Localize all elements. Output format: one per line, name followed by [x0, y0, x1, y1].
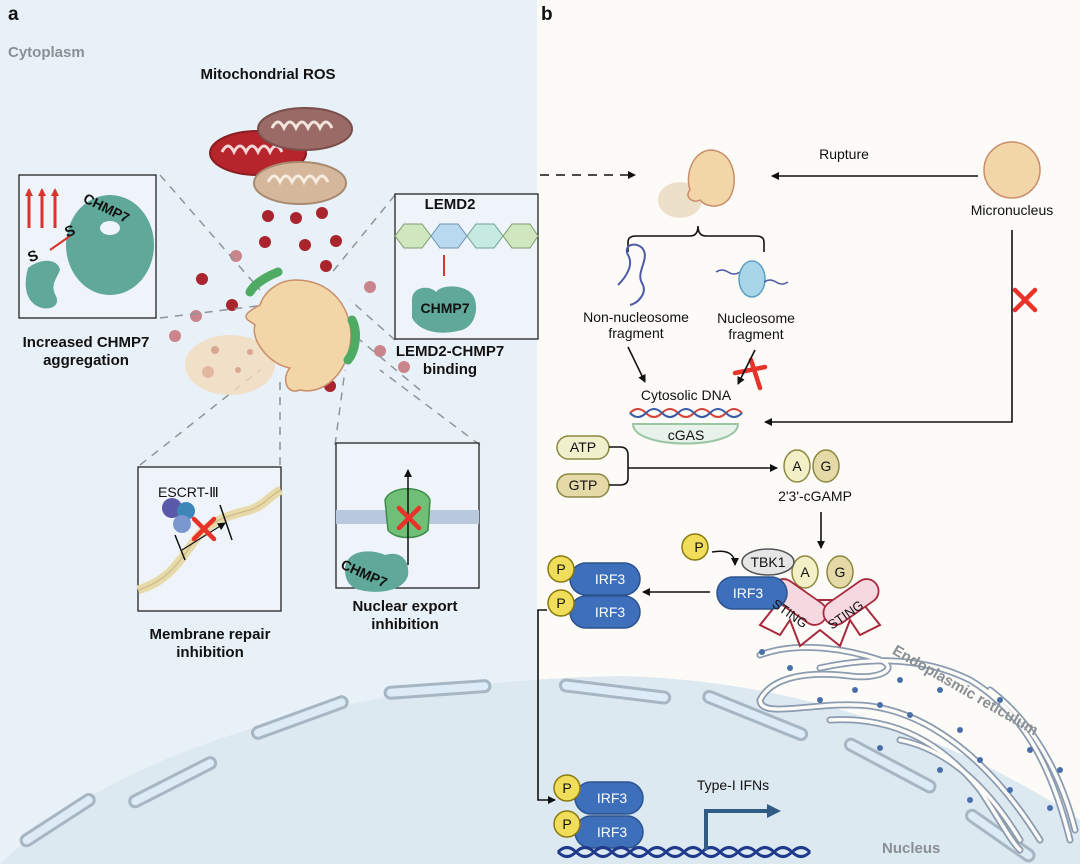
gtp-label: GTP — [568, 477, 598, 493]
nucleus-label: Nucleus — [882, 840, 941, 857]
cgamp-g: G — [820, 458, 832, 474]
type1-ifn-label: Type-I IFNs — [696, 777, 770, 793]
micronucleus-path-arrow — [764, 230, 1013, 426]
cgamp-bound-a: A — [800, 564, 810, 580]
panel-a-letter: a — [8, 4, 19, 25]
phospho-nuclear-1-label: P — [562, 780, 572, 796]
nucleosome-icon — [715, 260, 789, 298]
atp-gtp-bracket — [609, 446, 629, 486]
cgamp-bound — [791, 555, 854, 589]
phospho-2-label: P — [556, 595, 566, 611]
phospho-nuclear-2-label: P — [562, 816, 572, 832]
export-caption: Nuclear export inhibition — [352, 598, 457, 634]
panel-b-letter: b — [541, 4, 553, 25]
chmp7-aggregate — [25, 195, 154, 309]
nucleosome-label: Nucleosome fragment — [717, 310, 795, 342]
lemd2-caption: LEMD2-CHMP7 binding — [396, 343, 504, 379]
aggregation-caption: Increased CHMP7 aggregation — [23, 334, 150, 370]
lemd2-caption-line2: binding — [422, 361, 478, 378]
cgas-label: cGAS — [667, 427, 705, 443]
sting-right — [822, 578, 880, 626]
export-caption-line2: inhibition — [371, 616, 439, 633]
phospho-nuclear-1 — [553, 774, 581, 802]
cgamp-molecule — [783, 449, 840, 483]
irf3-dimer-bottom-label: IRF3 — [594, 604, 626, 620]
membrane-edge — [137, 489, 282, 591]
cgamp-label: 2'3'-cGAMP — [778, 488, 852, 504]
irf3-sting-label: IRF3 — [732, 585, 764, 601]
inhibit-x-export-icon — [396, 505, 422, 531]
transcription-arrow — [704, 804, 781, 850]
mitochondrion-brown — [257, 107, 353, 151]
rupture-label: Rupture — [819, 146, 869, 162]
arrow-to-nucleus — [537, 609, 556, 804]
sting-membrane-anchor — [758, 599, 882, 648]
lemd2-title: LEMD2 — [424, 196, 476, 213]
endoplasmic-reticulum-inner — [758, 645, 1077, 852]
non-nucleosome-line1: Non-nucleosome — [583, 309, 689, 325]
ruptured-nucleus — [185, 267, 360, 395]
genomic-dna — [556, 846, 812, 858]
phospho-2 — [547, 589, 575, 617]
aggregation-caption-line1: Increased CHMP7 — [22, 334, 150, 351]
phospho-1-label: P — [556, 561, 566, 577]
ribosome-dots — [759, 649, 1063, 811]
arrow-nucleosome — [737, 349, 756, 385]
inhibit-x-membrane-icon — [191, 516, 217, 542]
leader-lines — [139, 174, 481, 466]
lemd2-caption-line1: LEMD2-CHMP7 — [395, 343, 505, 360]
irf3-sting-bound — [716, 576, 788, 610]
lemd2-chmp7-label: CHMP7 — [420, 300, 470, 316]
cgamp-a: A — [792, 458, 802, 474]
non-nucleosome-dna-icon — [617, 243, 646, 306]
micronucleus-label: Micronucleus — [970, 202, 1054, 218]
atp-label: ATP — [569, 439, 597, 455]
nucleus-region — [0, 676, 1080, 864]
arrow-non-nucleosome — [627, 346, 646, 383]
mitochondrial-ros-title: Mitochondrial ROS — [200, 66, 336, 83]
fragment-brace — [627, 225, 765, 252]
nucleosome-line2: fragment — [728, 326, 784, 342]
phospho-nuclear-2 — [553, 810, 581, 838]
chmp7-blob — [412, 286, 477, 333]
irf3-dimer-top-label: IRF3 — [594, 571, 626, 587]
non-nucleosome-line2: fragment — [608, 325, 664, 341]
irf3-nuclear-bottom-label: IRF3 — [596, 824, 628, 840]
cytosolic-dna-icon — [629, 408, 743, 418]
inset-membrane-box — [137, 466, 282, 612]
escrt-iii-complex — [162, 498, 195, 533]
mitochondria — [209, 107, 353, 205]
phospho-tbk1-label: P — [694, 539, 704, 555]
membrane-caption-line1: Membrane repair — [149, 626, 271, 643]
non-nucleosome-label: Non-nucleosome fragment — [583, 309, 689, 341]
irf3-nuclear-top-label: IRF3 — [596, 790, 628, 806]
cytoplasm-label: Cytoplasm — [8, 44, 85, 61]
membrane-caption-line2: inhibition — [176, 644, 244, 661]
tbk1 — [741, 548, 795, 576]
membrane-caption: Membrane repair inhibition — [150, 626, 271, 662]
ruptured-micronucleus — [658, 149, 735, 218]
inhibit-x-micronucleus-icon — [1012, 287, 1038, 313]
phospho-1 — [547, 555, 575, 583]
inhibit-x-nucleosome-icon — [732, 357, 768, 391]
micronucleus — [983, 141, 1041, 199]
chmp7-blob-export — [345, 551, 409, 592]
escrt-iii-label: ESCRT-Ⅲ — [158, 484, 219, 500]
phospho-tbk1 — [681, 533, 709, 561]
cytosolic-dna-label: Cytosolic DNA — [640, 387, 732, 403]
cgamp-bound-g: G — [834, 564, 846, 580]
phosphorylation-arrow — [711, 550, 739, 566]
mitochondrion-tan — [253, 161, 347, 205]
lemd2-chain — [394, 223, 539, 249]
export-caption-line1: Nuclear export — [352, 598, 458, 615]
upward-red-arrows — [25, 188, 59, 228]
inhibit-x-icons — [191, 287, 1038, 542]
nucleosome-line1: Nucleosome — [717, 310, 795, 326]
aggregation-caption-line2: aggregation — [43, 352, 129, 369]
cgas-enzyme — [631, 423, 740, 445]
tbk1-label: TBK1 — [750, 554, 786, 570]
